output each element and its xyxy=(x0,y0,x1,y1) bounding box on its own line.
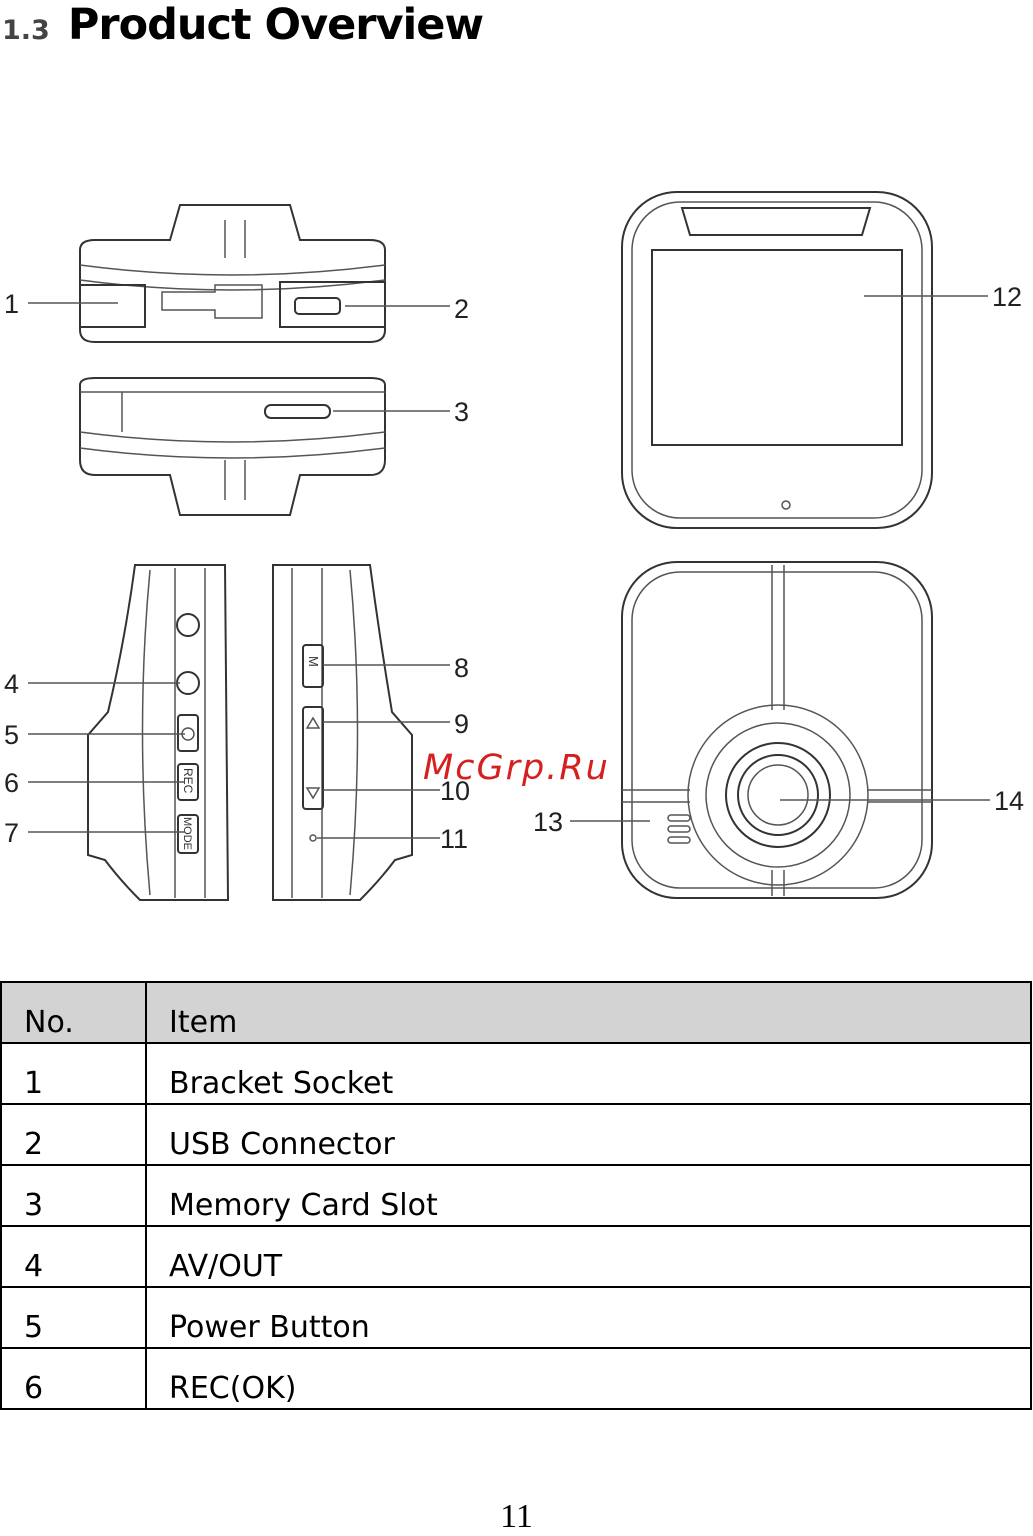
row-item: Memory Card Slot xyxy=(146,1165,1031,1226)
device-screen-view xyxy=(622,192,932,528)
table-row: 4 AV/OUT xyxy=(1,1226,1031,1287)
device-top-view xyxy=(80,205,385,342)
m-button-label: M xyxy=(306,656,321,667)
page-number: 11 xyxy=(0,1498,1033,1536)
header-item: Item xyxy=(146,982,1031,1043)
rec-button-label: REC xyxy=(181,768,195,794)
callout-5: 5 xyxy=(4,720,19,750)
table-row: 1 Bracket Socket xyxy=(1,1043,1031,1104)
table-header-row: No. Item xyxy=(1,982,1031,1043)
row-item: Power Button xyxy=(146,1287,1031,1348)
callout-3: 3 xyxy=(454,397,469,427)
table-row: 3 Memory Card Slot xyxy=(1,1165,1031,1226)
row-item: Bracket Socket xyxy=(146,1043,1031,1104)
section-title: Product Overview xyxy=(68,0,483,50)
row-number: 5 xyxy=(1,1287,146,1348)
callout-1: 1 xyxy=(4,289,19,319)
device-bottom-view xyxy=(80,378,385,515)
row-number: 3 xyxy=(1,1165,146,1226)
table-row: 6 REC(OK) xyxy=(1,1348,1031,1409)
table-row: 5 Power Button xyxy=(1,1287,1031,1348)
row-item: USB Connector xyxy=(146,1104,1031,1165)
device-right-side-view: M xyxy=(273,565,412,900)
callout-13: 13 xyxy=(533,807,563,837)
mode-button-label: MODE xyxy=(181,817,193,850)
row-number: 4 xyxy=(1,1226,146,1287)
callout-4: 4 xyxy=(4,669,19,699)
callout-9: 9 xyxy=(454,709,469,739)
row-item: AV/OUT xyxy=(146,1226,1031,1287)
header-no: No. xyxy=(1,982,146,1043)
callout-2: 2 xyxy=(454,294,469,324)
section-heading: 1.3 Product Overview xyxy=(2,0,483,48)
watermark: McGrp.Ru xyxy=(423,748,610,788)
section-number: 1.3 xyxy=(2,15,50,46)
device-lens-view xyxy=(622,562,932,898)
device-left-side-view: REC MODE xyxy=(88,565,228,900)
callout-12: 12 xyxy=(992,282,1022,312)
row-item: REC(OK) xyxy=(146,1348,1031,1409)
callout-11: 11 xyxy=(440,824,468,854)
row-number: 2 xyxy=(1,1104,146,1165)
parts-table: No. Item 1 Bracket Socket 2 USB Connecto… xyxy=(0,981,1032,1410)
row-number: 6 xyxy=(1,1348,146,1409)
callout-8: 8 xyxy=(454,653,469,683)
callout-6: 6 xyxy=(4,768,19,798)
callout-14: 14 xyxy=(994,786,1024,816)
product-diagram: REC MODE M 1 2 3 4 5 6 7 8 9 10 11 12 xyxy=(0,180,1033,920)
table-row: 2 USB Connector xyxy=(1,1104,1031,1165)
callout-7: 7 xyxy=(4,818,19,848)
row-number: 1 xyxy=(1,1043,146,1104)
